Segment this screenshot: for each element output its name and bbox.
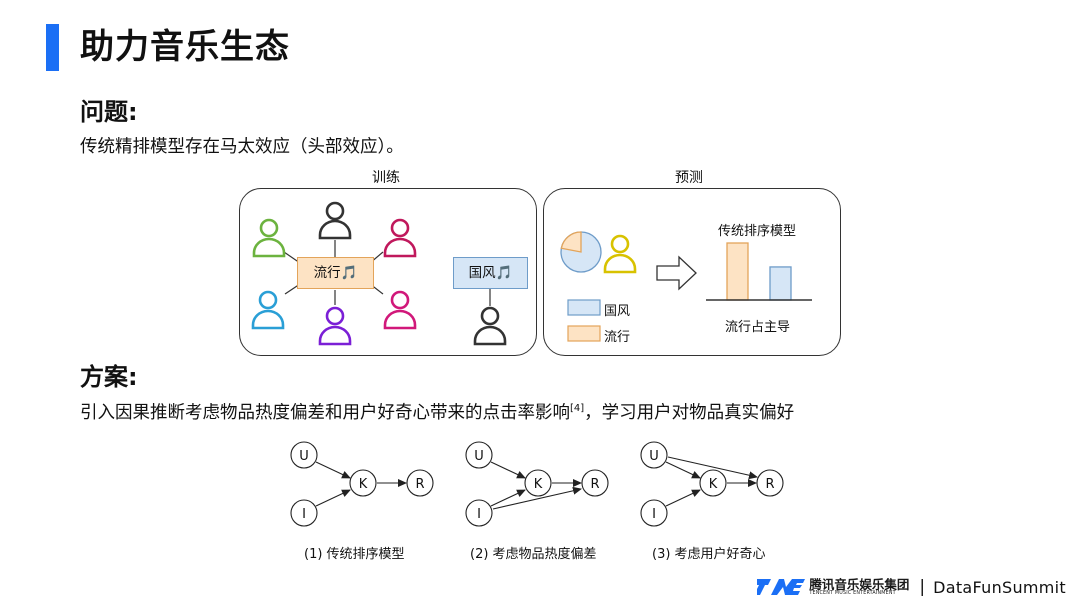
- node-k: [524, 469, 552, 497]
- tme-logo-icon: [757, 579, 806, 595]
- footer: 腾讯音乐娱乐集团 TENCENT MUSIC ENTERTAINMENT | D…: [757, 574, 1066, 600]
- user-icon: [383, 290, 417, 330]
- node-i: [465, 499, 493, 527]
- node-u: [640, 441, 668, 469]
- node-label-r: R: [765, 477, 774, 492]
- solution-text: 引入因果推断考虑物品热度偏差和用户好奇心带来的点击率影响[4]，学习用户对物品真…: [80, 399, 794, 424]
- user-icon: [318, 201, 352, 240]
- node-label-i: I: [477, 507, 481, 522]
- user-icon: [473, 306, 507, 346]
- node-r: [406, 469, 434, 497]
- model-title: 传统排序模型: [718, 224, 797, 239]
- graph-caption-1: (1) 传统排序模型: [304, 547, 405, 562]
- node-label-u: U: [649, 449, 659, 464]
- user-icon: [252, 218, 286, 258]
- user-icon: [318, 306, 352, 346]
- predict-label: 预测: [675, 170, 703, 186]
- pie-slice-pop: [560, 231, 582, 253]
- node-label-i: I: [652, 507, 656, 522]
- node-i: [290, 499, 318, 527]
- user-icon: [251, 290, 285, 330]
- reference-marker: [4]: [570, 403, 585, 415]
- footer-separator: |: [919, 577, 926, 597]
- accent-bar: [46, 24, 59, 71]
- node-label-r: R: [590, 477, 599, 492]
- node-k: [699, 469, 727, 497]
- user-icon: [383, 218, 417, 258]
- edge-u-k: [490, 461, 526, 479]
- distribution-pie: [560, 231, 602, 273]
- arrow-right-icon: [656, 255, 697, 291]
- footer-brand: DataFunSummit: [933, 577, 1066, 597]
- tme-logo-en: TENCENT MUSIC ENTERTAINMENT: [809, 591, 896, 596]
- node-r: [581, 469, 609, 497]
- edge-i-k: [490, 489, 526, 507]
- node-u: [290, 441, 318, 469]
- node-label-k: K: [534, 477, 543, 492]
- legend-swatch-pop: [567, 325, 601, 342]
- node-label-k: K: [359, 477, 368, 492]
- solution-heading: 方案:: [80, 363, 138, 391]
- tme-logo-text: 腾讯音乐娱乐集团 TENCENT MUSIC ENTERTAINMENT: [809, 578, 909, 596]
- problem-heading: 问题:: [80, 98, 138, 126]
- predict-conclusion: 流行占主导: [725, 320, 791, 335]
- guofeng-tag: 国风🎵: [453, 257, 528, 289]
- tme-logo-cn: 腾讯音乐娱乐集团: [809, 577, 910, 592]
- legend-swatch-guofeng: [567, 299, 601, 316]
- node-label-r: R: [415, 477, 424, 492]
- edge-i-k: [315, 489, 351, 507]
- user-icon: [603, 234, 637, 274]
- legend-label-pop: 流行: [604, 330, 631, 345]
- node-label-u: U: [474, 449, 484, 464]
- train-label: 训练: [372, 170, 400, 186]
- solution-text-main: 引入因果推断考虑物品热度偏差和用户好奇心带来的点击率影响: [80, 403, 570, 423]
- node-i: [640, 499, 668, 527]
- edge-i-k: [665, 489, 701, 507]
- model-bar-chart: [706, 242, 812, 301]
- edge-u-k: [315, 461, 351, 479]
- node-r: [756, 469, 784, 497]
- node-u: [465, 441, 493, 469]
- problem-text: 传统精排模型存在马太效应（头部效应）。: [80, 137, 404, 157]
- solution-text-tail: ，学习用户对物品真实偏好: [584, 403, 795, 423]
- legend-label-guofeng: 国风: [604, 304, 631, 319]
- graph-caption-3: (3) 考虑用户好奇心: [652, 547, 766, 562]
- node-label-k: K: [709, 477, 718, 492]
- graph-caption-2: (2) 考虑物品热度偏差: [470, 547, 597, 562]
- node-label-i: I: [302, 507, 306, 522]
- edge-i-r: [492, 486, 582, 510]
- page-title: 助力音乐生态: [80, 27, 290, 67]
- node-k: [349, 469, 377, 497]
- pop-tag: 流行🎵: [297, 257, 374, 289]
- edge-u-r: [667, 456, 758, 480]
- edge-u-k: [665, 461, 701, 479]
- node-label-u: U: [299, 449, 309, 464]
